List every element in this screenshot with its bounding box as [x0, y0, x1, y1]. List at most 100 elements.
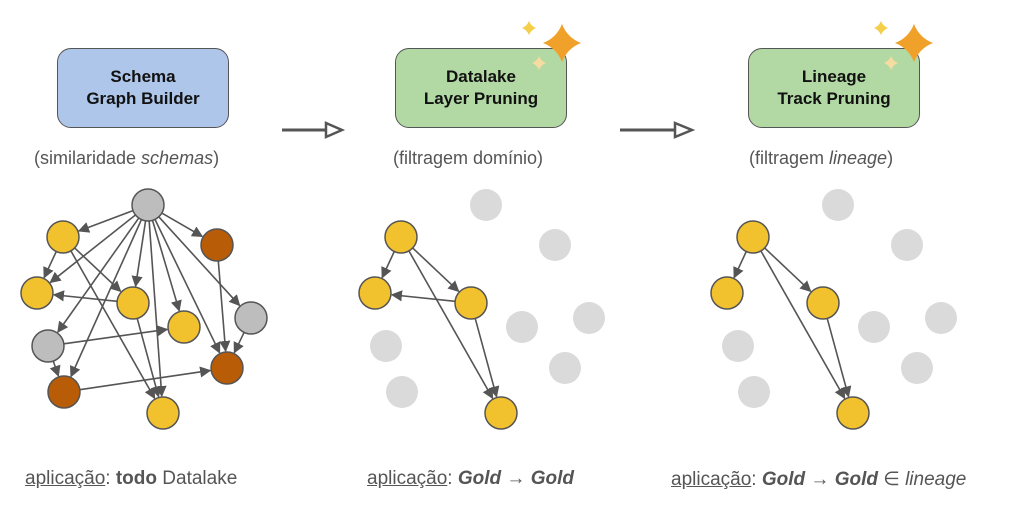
graph-edge [408, 250, 494, 400]
sparkle-large-icon [543, 24, 581, 62]
graph-node-faded [573, 302, 605, 334]
graph-node-yellow [358, 276, 392, 310]
caption-gold-to-gold: aplicação: Gold → Gold [367, 468, 574, 490]
full-schema-graph [20, 188, 268, 430]
subtitle-italic: schemas [141, 148, 214, 168]
hollow-arrowhead-icon [673, 121, 696, 139]
graph-node-faded [858, 311, 890, 343]
caption-todo-datalake: aplicação: todo Datalake [25, 468, 237, 490]
graph-edge [63, 325, 169, 345]
flow-arrow-1 [282, 121, 346, 139]
graph-node-faded [386, 376, 418, 408]
graph-edge [136, 318, 162, 398]
graph-edge [154, 219, 221, 354]
sparkle-faint-icon [532, 56, 546, 70]
graph-node-gray [31, 329, 65, 363]
caption-to: Gold [834, 469, 878, 490]
caption-arrow: → [501, 468, 531, 489]
graph-node-yellow [836, 396, 870, 430]
graph-node-yellow [46, 220, 80, 254]
graph-node-faded [506, 311, 538, 343]
graph-node-yellow [167, 310, 201, 344]
flow-arrow-2 [620, 121, 696, 139]
caption-gold-lineage: aplicação: Gold → Gold ∈ lineage [671, 468, 966, 491]
graph-node-faded [822, 189, 854, 221]
stage-title-line1: Lineage [801, 67, 867, 86]
caption-label: aplicação [671, 469, 752, 490]
caption-to: Gold [530, 468, 574, 489]
graph-edge [43, 251, 57, 279]
graph-edge [131, 220, 147, 288]
subtitle-suffix: ) [887, 148, 894, 168]
graph-node-faded [539, 229, 571, 261]
graph-edge [148, 220, 167, 398]
graph-edge [217, 260, 231, 353]
graph-edge [764, 247, 812, 293]
caption-label: aplicação [25, 468, 106, 489]
graph-edge [158, 216, 241, 307]
graph-node-yellow [20, 276, 54, 310]
sparkle-faint-icon [884, 56, 898, 70]
graph-node-brown [47, 375, 81, 409]
caption-arrow: → [805, 469, 835, 490]
stage-subtitle: (filtragem lineage) [749, 148, 893, 169]
sparkle-small-icon [522, 21, 536, 35]
graph-edge [49, 214, 136, 284]
stage-subtitle: (similaridade schemas) [34, 148, 219, 169]
graph-node-gray [234, 301, 268, 335]
graph-edge [390, 290, 456, 303]
graph-node-yellow [484, 396, 518, 430]
graph-edge [77, 209, 134, 233]
sparkle-small-icon [874, 21, 888, 35]
subtitle-text: (filtragem domínio) [393, 148, 544, 168]
graph-edge [79, 366, 212, 391]
graph-node-yellow [454, 286, 488, 320]
graph-edge [826, 318, 852, 398]
graph-edge [69, 219, 143, 378]
graph-edge [760, 250, 846, 400]
caption-label: aplicação [367, 468, 448, 489]
graph-node-faded [549, 352, 581, 384]
stage-subtitle: (filtragem domínio) [393, 148, 543, 169]
caption-bold: todo [115, 468, 157, 489]
sparkle-large-icon [895, 24, 933, 62]
graph-edge [381, 251, 395, 279]
stage-title-line1: Datalake [446, 67, 516, 86]
caption-from: Gold [761, 469, 806, 490]
graph-node-yellow [806, 286, 840, 320]
graph-node-faded [925, 302, 957, 334]
graph-edge [733, 251, 747, 279]
graph-node-yellow [384, 220, 418, 254]
hollow-arrowhead-icon [324, 121, 346, 139]
caption-rest: Datalake [157, 468, 238, 489]
graph-node-faded [901, 352, 933, 384]
graph-node-gray [131, 188, 165, 222]
graph-node-brown [200, 228, 234, 262]
schema-graph-builder-box: Schema Graph Builder [57, 48, 229, 128]
graph-node-faded [370, 330, 402, 362]
graph-edge [74, 247, 122, 293]
subtitle-text: (filtragem [749, 148, 830, 168]
layer-pruned-graph [358, 189, 605, 430]
graph-edge [70, 250, 156, 400]
graph-edge [474, 318, 500, 398]
caption-from: Gold [457, 468, 502, 489]
graph-node-faded [738, 376, 770, 408]
stage-title-line1: Schema [110, 67, 176, 86]
stage-title-line2: Track Pruning [777, 89, 891, 108]
caption-italic: lineage [905, 469, 967, 490]
subtitle-italic: lineage [829, 148, 888, 168]
stage-title-line2: Layer Pruning [423, 89, 539, 108]
graph-edge [161, 212, 204, 238]
graph-node-yellow [146, 396, 180, 430]
subtitle-text: (similaridade [34, 148, 142, 168]
subtitle-suffix: ) [213, 148, 220, 168]
caption-sep: : [105, 468, 116, 489]
graph-node-brown [210, 351, 244, 385]
graph-node-yellow [116, 286, 150, 320]
caption-sep: : [447, 468, 458, 489]
graph-node-yellow [710, 276, 744, 310]
caption-member: ∈ [877, 469, 906, 490]
lineage-pruned-graph [710, 189, 957, 430]
